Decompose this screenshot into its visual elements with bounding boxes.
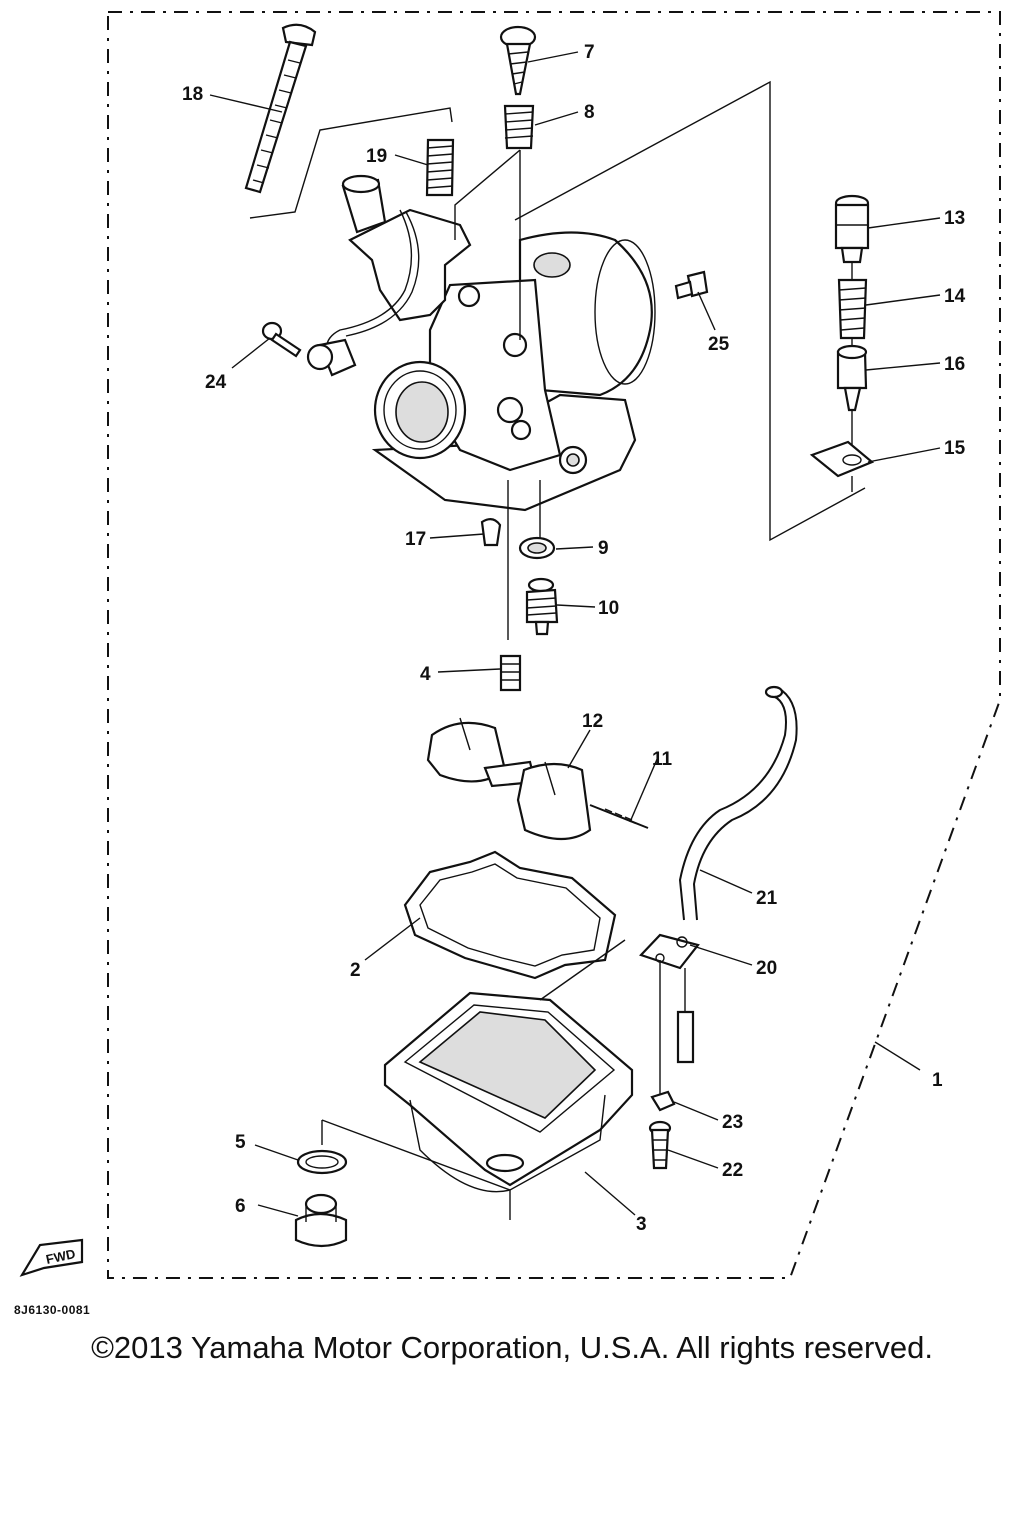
callout-11: 11 [652, 749, 673, 770]
callout-16: 16 [944, 354, 965, 375]
part-14-spring [837, 278, 868, 340]
callout-13: 13 [944, 208, 965, 229]
callout-2: 2 [350, 960, 361, 981]
callout-3: 3 [636, 1214, 647, 1235]
part-4-jet [499, 654, 522, 692]
fwd-label: FWD [45, 1246, 77, 1267]
callout-labels: 18 19 7 8 13 14 16 15 25 24 17 9 10 4 12… [182, 42, 966, 1235]
leader-lines [209, 51, 941, 1217]
callout-6: 6 [235, 1196, 246, 1217]
part-10-jet [525, 577, 559, 636]
callout-18: 18 [182, 84, 203, 105]
diagram-code: 8J6130-0081 [14, 1303, 91, 1317]
part-20-plate [639, 933, 700, 970]
part-3-bowl [383, 991, 634, 1193]
part-15-plate [809, 440, 875, 478]
callout-8: 8 [584, 102, 595, 123]
callout-21: 21 [756, 888, 778, 909]
callout-14: 14 [944, 286, 966, 307]
part-21-hose [678, 685, 798, 921]
part-18-screw [244, 23, 317, 194]
callout-22: 22 [722, 1160, 743, 1181]
callout-17: 17 [405, 529, 426, 550]
copyright-text: ©2013 Yamaha Motor Corporation, U.S.A. A… [91, 1330, 933, 1365]
part-2-gasket [403, 850, 617, 980]
callout-1: 1 [932, 1070, 943, 1091]
assembly-boundary [107, 11, 1001, 1279]
part-19-spring [425, 138, 455, 197]
callout-4: 4 [420, 664, 431, 685]
callout-23: 23 [722, 1112, 743, 1133]
part-13-holder [834, 194, 870, 264]
callout-12: 12 [582, 711, 603, 732]
part-9-oring [518, 536, 556, 560]
part-11-pin [589, 804, 649, 829]
fwd-arrow-icon: FWD [19, 1238, 84, 1277]
callout-7: 7 [584, 42, 595, 63]
part-6-plug [294, 1193, 348, 1248]
carburetor-body [306, 174, 656, 512]
part-25-screw [674, 270, 709, 300]
part-22-screw [648, 1120, 672, 1170]
part-7-screw [499, 25, 537, 96]
part-16-valve [836, 344, 868, 412]
callout-25: 25 [708, 334, 730, 355]
callout-5: 5 [235, 1132, 246, 1153]
part-8-spring [503, 104, 535, 150]
callout-9: 9 [598, 538, 609, 559]
part-12-float [426, 717, 592, 840]
callout-15: 15 [944, 438, 966, 459]
callout-19: 19 [366, 146, 387, 167]
part-24-screw [261, 321, 302, 358]
part-23-nut [650, 1090, 676, 1112]
exploded-parts-diagram: FWD 18 19 7 8 13 14 16 [19, 11, 1001, 1279]
callout-24: 24 [205, 372, 227, 393]
part-17-pin [480, 518, 502, 547]
callout-10: 10 [598, 598, 619, 619]
part-5-oring [296, 1149, 348, 1175]
callout-20: 20 [756, 958, 777, 979]
